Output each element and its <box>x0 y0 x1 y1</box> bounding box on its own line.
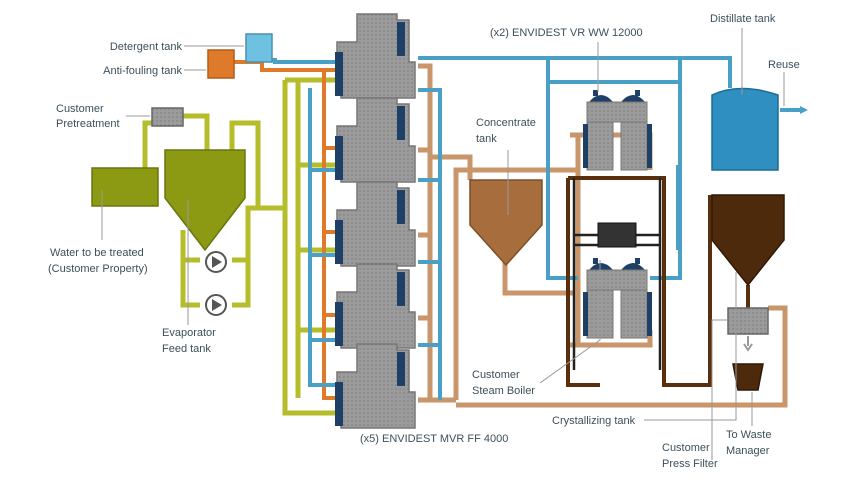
label-evaporator-2: Feed tank <box>162 343 211 355</box>
mvr-units <box>335 13 416 429</box>
mvr-unit <box>335 343 416 429</box>
distillate-tank <box>711 87 779 171</box>
water-to-treat-tank <box>91 167 159 207</box>
label-waste-manager-2: Manager <box>726 445 770 457</box>
label-steam-boiler-1: Customer <box>472 369 520 381</box>
vr-unit <box>583 90 652 171</box>
label-antifouling-tank: Anti-fouling tank <box>103 65 182 77</box>
label-water-treated-2: (Customer Property) <box>48 263 148 275</box>
antifouling-tank <box>207 49 235 79</box>
label-evaporator-1: Evaporator <box>162 327 216 339</box>
crystallizing-tank <box>711 194 785 287</box>
feed-lines <box>142 77 340 416</box>
waste-arrow-icon <box>743 336 753 352</box>
detergent-tank <box>245 33 273 63</box>
label-detergent-tank: Detergent tank <box>110 41 183 53</box>
pretreatment-unit <box>151 107 184 127</box>
label-steam-boiler-2: Steam Boiler <box>472 385 535 397</box>
reuse-arrow-icon <box>800 106 808 114</box>
mvr-unit <box>335 97 416 183</box>
feed-pump-1 <box>205 251 227 273</box>
mvr-unit <box>335 181 416 267</box>
mvr-unit <box>335 13 416 99</box>
concentrate-tank <box>469 179 543 267</box>
label-reuse: Reuse <box>768 59 800 71</box>
label-pretreatment-1: Customer <box>56 103 104 115</box>
press-filter <box>727 307 769 335</box>
steam-lines <box>572 178 662 370</box>
label-vr-units: (x2) ENVIDEST VR WW 12000 <box>490 27 643 39</box>
vr-unit <box>583 258 652 339</box>
label-concentrate-2: tank <box>476 133 497 145</box>
label-pretreatment-2: Pretreatment <box>56 118 120 130</box>
feed-pump-2 <box>205 294 227 316</box>
evaporator-feed-tank <box>164 149 246 252</box>
label-press-filter-1: Customer <box>662 442 710 454</box>
label-mvr-units: (x5) ENVIDEST MVR FF 4000 <box>360 433 508 445</box>
label-crystallizing-tank: Crystallizing tank <box>552 415 636 427</box>
waste-bin <box>732 363 764 391</box>
label-distillate-tank: Distillate tank <box>710 13 776 25</box>
mvr-unit <box>335 263 416 349</box>
label-press-filter-2: Press Filter <box>662 458 718 470</box>
brine-lines <box>566 176 750 387</box>
steam-boiler <box>597 222 637 248</box>
label-water-treated-1: Water to be treated <box>50 247 144 259</box>
label-concentrate-1: Concentrate <box>476 117 536 129</box>
labels: Detergent tank Anti-fouling tank Custome… <box>48 13 800 470</box>
label-waste-manager-1: To Waste <box>726 429 771 441</box>
